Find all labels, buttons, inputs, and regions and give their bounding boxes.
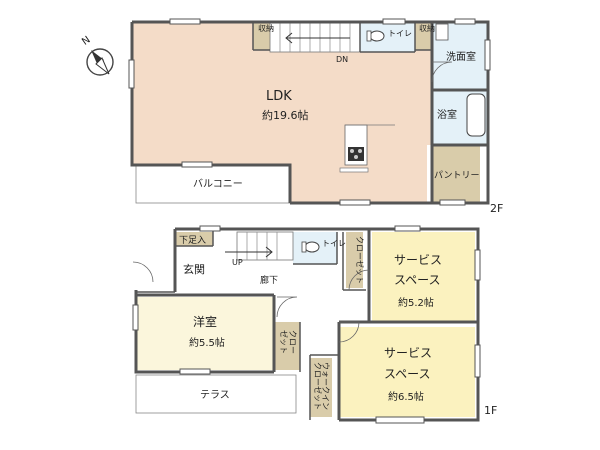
stairs-up-arrow-icon — [225, 246, 273, 258]
service-a-line2: スペース — [394, 273, 441, 287]
closet-b-area — [274, 322, 300, 370]
entrance-label: 玄関 — [183, 262, 205, 276]
service-a-size: 約5.2帖 — [398, 296, 434, 309]
ldk-size: 約19.6帖 — [262, 108, 309, 122]
walkin-line1: ウォークイン — [321, 362, 330, 410]
stairs-up-label: UP — [232, 258, 243, 267]
shoe-storage-label: 下足入 — [179, 235, 206, 246]
western-room — [136, 297, 274, 370]
entrance-door-icon — [132, 261, 154, 283]
service-a-line1: サービス — [394, 253, 442, 267]
shoe-storage-area — [175, 232, 213, 246]
floor-label-2f: 2F — [490, 202, 503, 215]
bathroom-label: 浴室 — [437, 108, 457, 121]
service-b-line2: スペース — [384, 367, 431, 381]
storage-2f-a-label: 収納 — [258, 23, 274, 33]
storage-2f-b-area — [415, 22, 432, 50]
floor-1f: 下足入 玄関 UP 廊下 トイレ クローゼット サービス スペース 約5.2帖 … — [132, 225, 497, 424]
storage-2f-a-area — [253, 22, 270, 50]
service-b-line1: サービス — [384, 346, 432, 360]
stairs-down-label: DN — [336, 55, 348, 64]
washbasin-icon — [435, 23, 449, 41]
pantry-label: パントリー — [434, 170, 479, 181]
ldk-name: LDK — [266, 89, 292, 104]
balcony-label: バルコニー — [193, 178, 243, 190]
closet-a-label: クローゼット — [355, 236, 365, 284]
compass-icon: N — [80, 35, 114, 76]
stairs-1f — [236, 231, 294, 261]
toilet-2f-icon — [369, 30, 385, 42]
service-b-size: 約6.5帖 — [388, 390, 424, 403]
stairs-2f — [269, 21, 361, 53]
western-room-name: 洋室 — [193, 314, 217, 329]
balcony-area — [135, 164, 291, 204]
stairs-arrow-icon — [285, 32, 350, 44]
hallway-label: 廊下 — [260, 274, 278, 286]
service-space-b — [339, 327, 475, 417]
terrace-area — [135, 374, 297, 414]
closet-b-line1: クロー — [288, 330, 297, 354]
storage-2f-b-label: 収納 — [419, 23, 435, 33]
service-space-a — [372, 232, 475, 321]
floor-label-1f: 1F — [484, 404, 497, 417]
toilet-2f-label: トイレ — [388, 29, 412, 38]
toilet-1f-icon — [304, 241, 320, 253]
toilet-1f-label: トイレ — [322, 239, 346, 248]
bathtub-icon — [466, 93, 486, 137]
washroom-door-icon — [431, 61, 453, 83]
terrace-label: テラス — [200, 389, 230, 401]
washroom-label: 洗面室 — [446, 50, 476, 63]
floor-2f: LDK 約19.6帖 収納 収納 トイレ DN 洗面室 浴室 パントリー バルコ… — [128, 18, 503, 215]
walkin-line2: クローゼット — [313, 362, 323, 410]
closet-a-area — [346, 232, 363, 288]
pantry-area — [432, 145, 480, 203]
western-room-size: 約5.5帖 — [189, 336, 225, 349]
closet-b-line2: ゼット — [279, 330, 289, 354]
walkin-closet-area — [310, 358, 332, 417]
compass-north-label: N — [80, 35, 92, 48]
